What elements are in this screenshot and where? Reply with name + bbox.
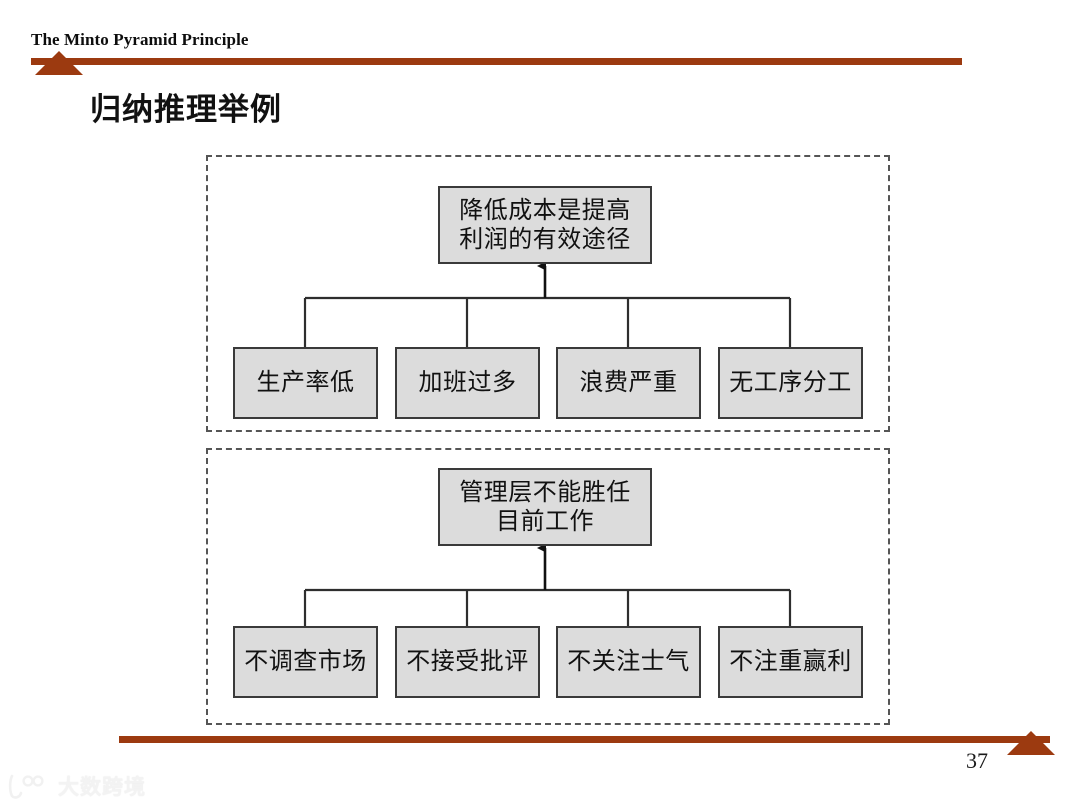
watermark-text: 大数跨境 xyxy=(58,775,146,799)
inductive-group-2 xyxy=(206,448,890,725)
conclusion-node-2[interactable]: 管理层不能胜任 目前工作 xyxy=(438,468,652,546)
page-number: 37 xyxy=(966,748,988,773)
premise-node-1-2[interactable]: 加班过多 xyxy=(395,347,540,419)
premise-node-2-4[interactable]: 不注重赢利 xyxy=(718,626,863,698)
conclusion-node-1-line1: 降低成本是提高 xyxy=(459,195,631,224)
premise-node-1-3[interactable]: 浪费严重 xyxy=(556,347,701,419)
premise-node-1-1[interactable]: 生产率低 xyxy=(233,347,378,419)
conclusion-node-1-line2: 利润的有效途径 xyxy=(459,225,631,253)
conclusion-node-2-line2: 目前工作 xyxy=(496,507,594,535)
premise-node-2-2[interactable]: 不接受批评 xyxy=(395,626,540,698)
triangle-up-icon xyxy=(1007,731,1055,755)
watermark: 大数跨境 xyxy=(8,771,146,801)
footer-rule xyxy=(119,736,1050,743)
premise-node-1-4[interactable]: 无工序分工 xyxy=(718,347,863,419)
premise-node-2-3[interactable]: 不关注士气 xyxy=(556,626,701,698)
triangle-up-icon xyxy=(35,51,83,75)
inductive-group-1 xyxy=(206,155,890,432)
brand-logo-icon xyxy=(8,774,44,799)
page-title: 归纳推理举例 xyxy=(90,92,282,128)
header-rule xyxy=(31,58,962,65)
conclusion-node-2-line1: 管理层不能胜任 xyxy=(459,477,631,506)
conclusion-node-1[interactable]: 降低成本是提高 利润的有效途径 xyxy=(438,186,652,264)
premise-node-2-1[interactable]: 不调查市场 xyxy=(233,626,378,698)
header-label: The Minto Pyramid Principle xyxy=(31,30,249,49)
